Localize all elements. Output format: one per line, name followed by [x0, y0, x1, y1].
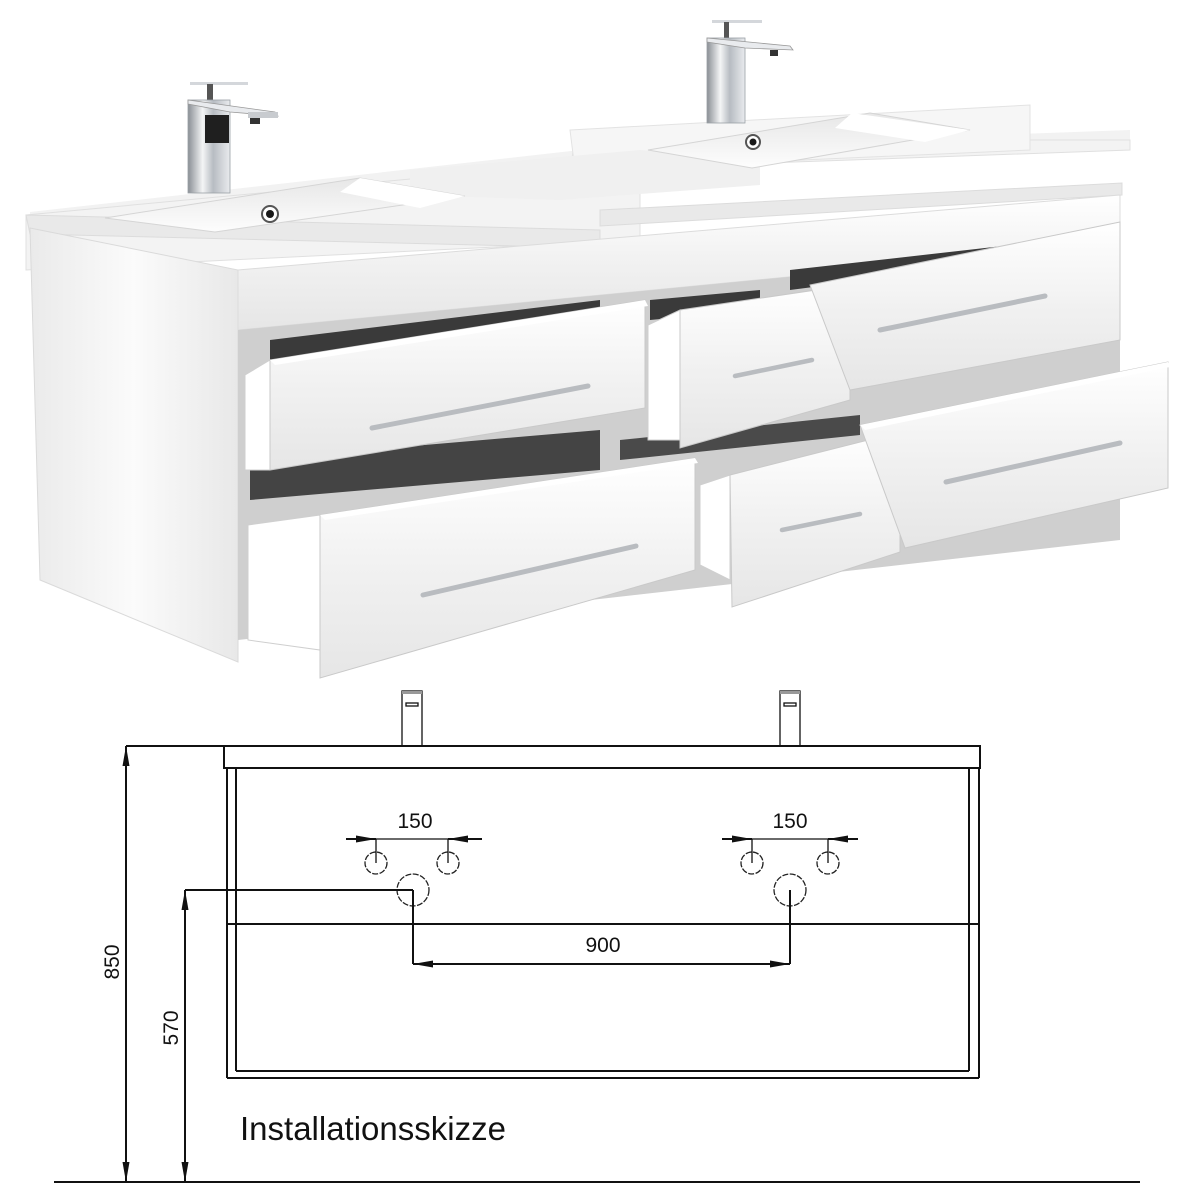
dim-drain-spacing: 900 — [585, 934, 620, 957]
dim-total-height: 850 — [101, 944, 124, 979]
drawer-middle-top[interactable] — [647, 284, 851, 449]
dim-supply-spacing-left: 150 — [397, 810, 432, 833]
installation-sketch: 150 150 900 570 850 Installationsskizze — [54, 690, 1140, 1183]
drawer-handle[interactable] — [943, 440, 1123, 485]
faucet-right — [706, 20, 794, 124]
faucet-symbol-left — [401, 690, 423, 747]
drawer-middle-bottom[interactable] — [699, 431, 901, 608]
basin-left — [104, 177, 466, 233]
faucet-left — [187, 82, 279, 194]
faucet-symbol-right — [779, 690, 801, 747]
dim-supply-spacing-right: 150 — [772, 810, 807, 833]
drawer-handle[interactable] — [420, 543, 639, 598]
cabinet-outline — [126, 745, 981, 1079]
dim-drain-height-line — [181, 889, 413, 1182]
drawer-left-bottom[interactable] — [247, 457, 698, 679]
sketch-title: Installationsskizze — [240, 1110, 506, 1147]
connection-holes-right — [722, 835, 858, 907]
dim-drain-height: 570 — [160, 1010, 183, 1045]
drawer-left-top[interactable] — [244, 299, 648, 471]
product-image-vanity — [25, 20, 1170, 679]
drawer-handle[interactable] — [877, 293, 1048, 333]
drawer-handle[interactable] — [369, 383, 591, 431]
basin-right — [647, 112, 971, 169]
drawer-right-bottom[interactable] — [859, 361, 1170, 549]
drawer-handle[interactable] — [732, 357, 815, 379]
drawer-handle[interactable] — [779, 511, 863, 533]
drawer-right-top[interactable] — [809, 221, 1121, 391]
dim-drain-spacing-line — [412, 890, 791, 968]
